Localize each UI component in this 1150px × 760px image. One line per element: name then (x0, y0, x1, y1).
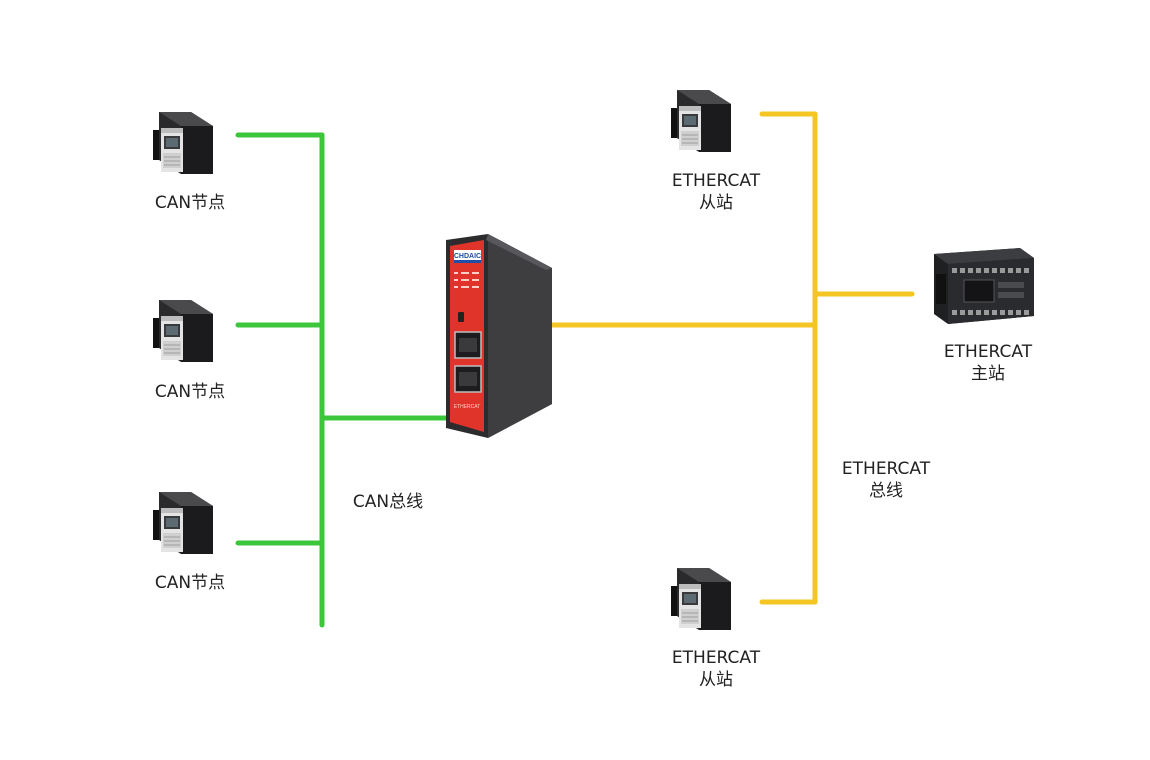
servo-drive-icon (150, 108, 222, 178)
can-node-3-label: CAN节点 (154, 573, 226, 593)
ethercat-bus-label: ETHERCAT 总线 (826, 458, 946, 502)
ethercat-master-label: ETHERCAT 主站 (928, 341, 1048, 385)
servo-drive-icon (150, 296, 222, 366)
ethercat-slave-1-label: ETHERCAT 从站 (656, 170, 776, 214)
ethercat-bus-label-line2: 总线 (869, 481, 903, 501)
servo-drive-icon (668, 564, 740, 634)
servo-drive-icon (668, 86, 740, 156)
ethercat-master-label-line1: ETHERCAT (943, 342, 1033, 362)
ethercat-slave-2-label-line2: 从站 (699, 670, 733, 690)
gateway-port-label: ETHERCAT (454, 404, 481, 410)
gateway-icon: CHDAIC ETHERCAT (446, 234, 552, 438)
can-bus-lines (235, 132, 455, 628)
plc-icon (934, 248, 1034, 324)
ethercat-slave-1-label-line1: ETHERCAT (671, 171, 761, 191)
ethercat-slave-1-label-line2: 从站 (699, 193, 733, 213)
ethercat-bus-label-line1: ETHERCAT (841, 459, 931, 479)
servo-drive-icon (150, 488, 222, 558)
ethercat-bus-lines (545, 111, 915, 605)
ethercat-master-label-line2: 主站 (971, 364, 1005, 384)
ethercat-slave-2-label: ETHERCAT 从站 (656, 647, 776, 691)
ethercat-slave-2-label-line1: ETHERCAT (671, 648, 761, 668)
can-bus-label: CAN总线 (352, 492, 424, 512)
can-node-1-label: CAN节点 (154, 193, 226, 213)
gateway-brand: CHDAIC (454, 253, 481, 260)
can-node-2-label: CAN节点 (154, 382, 226, 402)
